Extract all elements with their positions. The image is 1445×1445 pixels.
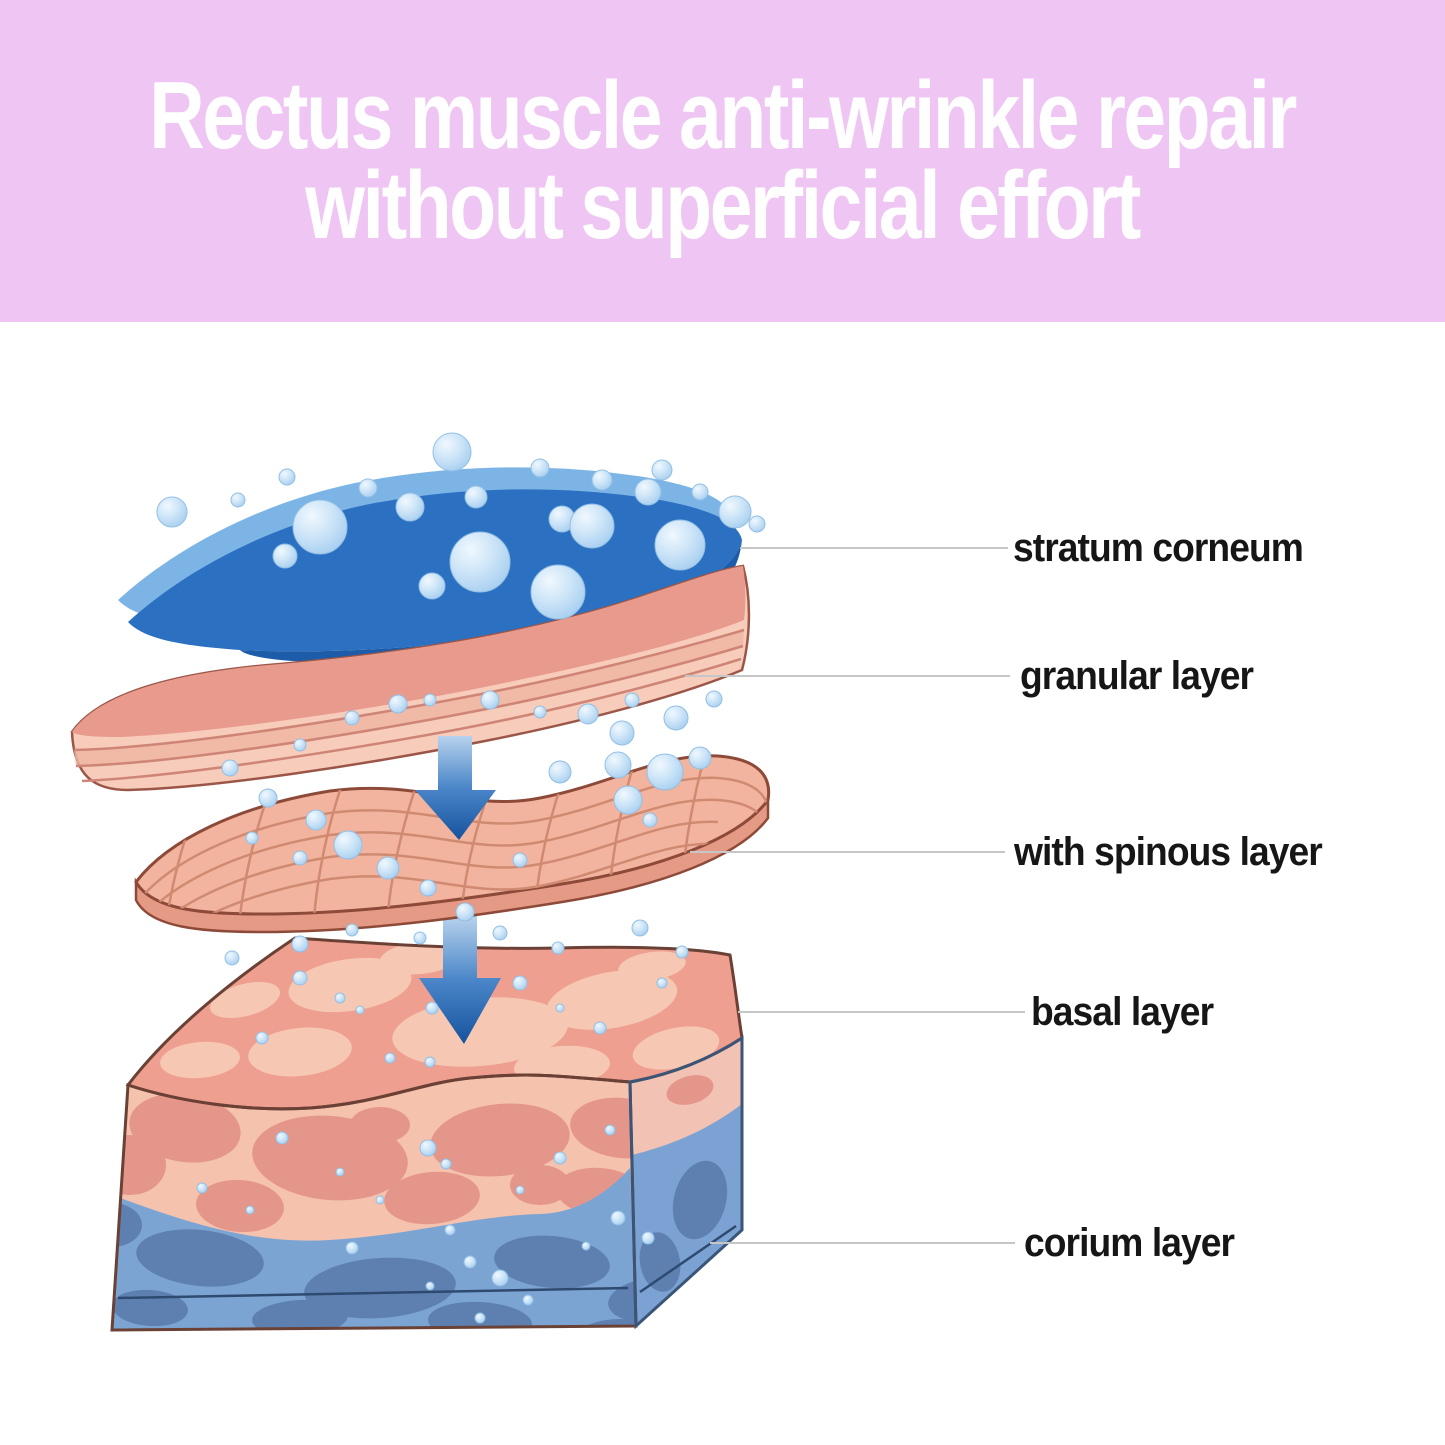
bubble-group-front [196,1124,655,1324]
leader-line-basal-layer [738,1011,1025,1013]
leader-line-granular-layer [685,675,1010,677]
label-spinous-layer: with spinous layer [1014,830,1323,874]
granular-layer [70,564,751,792]
block-right-face-detail [630,1038,742,1294]
block-corium-region [112,1168,636,1330]
granular-stripe-line [75,644,744,768]
granular-stripe-line [73,628,745,752]
right-face-seam-line [639,1224,737,1294]
granular-stripe-fill [74,630,744,766]
label-basal-layer: basal layer [1031,990,1214,1034]
arrow-down-1 [415,736,496,840]
block-outlines [110,936,744,1332]
label-granular-layer: granular layer [1020,654,1254,698]
corium-blobs [112,1203,636,1330]
granular-top-band [72,566,746,737]
bubble-group-mid [221,690,723,922]
title-line-1: Rectus muscle anti-wrinkle repair [149,61,1298,169]
corium-seam-line [117,1286,629,1300]
bubble-group-top [156,432,766,620]
granular-stripe-line [81,657,742,783]
title-banner: Rectus muscle anti-wrinkle repair withou… [0,0,1445,322]
leader-line-corium-layer [710,1242,1015,1244]
block-top-cell-blobs [160,941,720,1087]
bubble-group-lower [224,919,689,1068]
label-stratum-corneum: stratum corneum [1013,526,1304,570]
leader-line-stratum-corneum [740,547,1008,549]
leader-line-spinous-layer [690,851,1005,853]
page-title: Rectus muscle anti-wrinkle repair withou… [149,61,1298,259]
label-corium-layer: corium layer [1024,1221,1235,1265]
title-line-2: without superficial effort [305,152,1142,259]
spinous-layer [134,754,771,934]
arrow-down-2 [419,916,501,1044]
basal-corium-block [110,936,744,1332]
